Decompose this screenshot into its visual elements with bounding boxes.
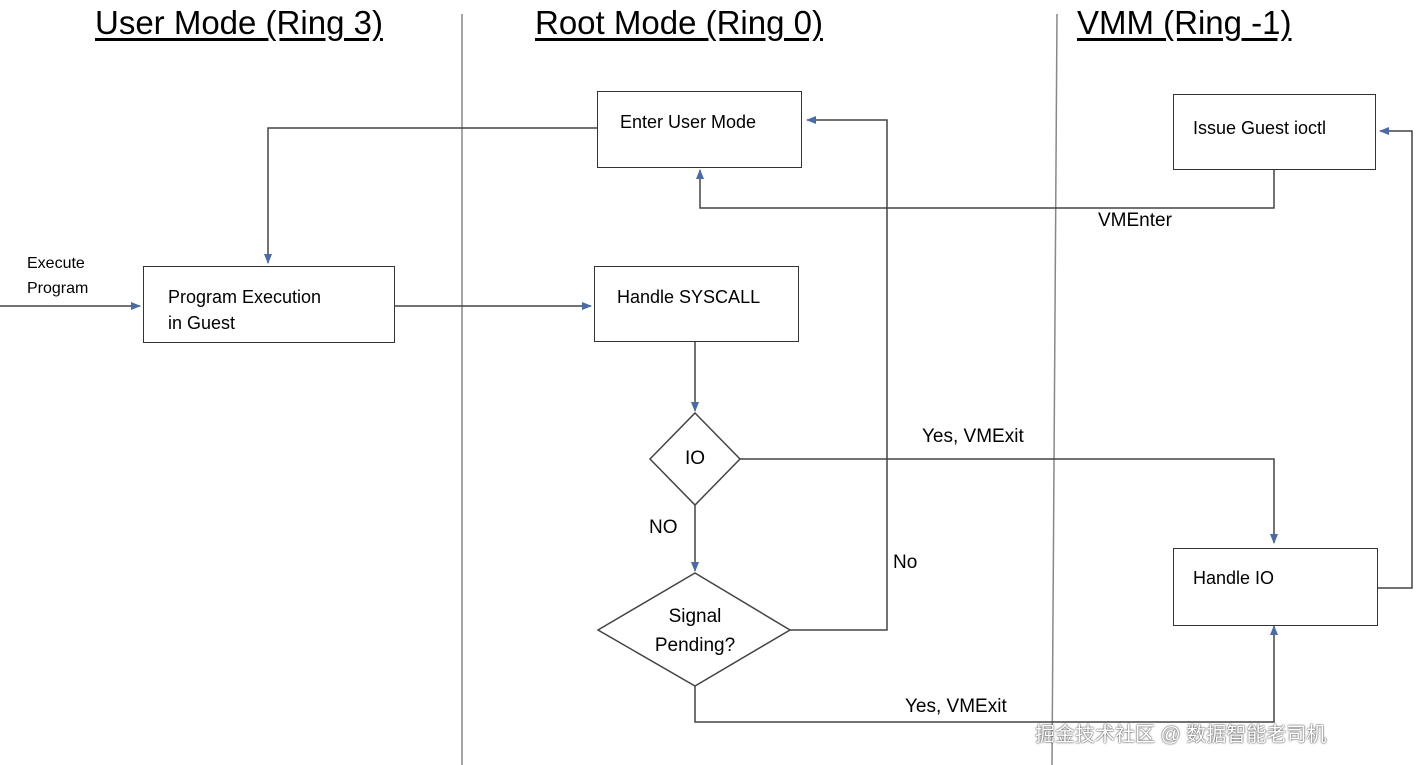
arrow-signal-yes-to-handle-io (694, 625, 1278, 723)
enter-user-mode-label: Enter User Mode (620, 112, 757, 132)
lane-header-user-mode: User Mode (Ring 3) (95, 4, 383, 41)
enter-user-mode-box: Enter User Mode (597, 91, 802, 168)
vmenter-label: VMEnter (1098, 210, 1172, 231)
arrow-io-yes-to-handle-io (740, 458, 1278, 544)
signal-pending-shape (596, 572, 792, 687)
signal-pending-label: Signal Pending? (654, 606, 736, 656)
signal-no-label: No (893, 552, 918, 573)
io-decision-label: IO (684, 448, 706, 469)
arrow-ioctl-to-enter (696, 169, 1275, 209)
signal-yes-vmexit-label: Yes, VMExit (905, 696, 1007, 717)
issue-guest-ioctl-box: Issue Guest ioctl (1173, 94, 1376, 170)
handle-io-box: Handle IO (1173, 548, 1378, 626)
lane-header-root-mode: Root Mode (Ring 0) (535, 4, 823, 41)
io-no-label: NO (649, 517, 678, 538)
io-decision-shape (648, 411, 742, 507)
arrow-signal-no-to-enter (790, 116, 888, 631)
program-execution-label: Program Execution in Guest (168, 287, 322, 333)
execute-program-label: Execute Program (27, 255, 89, 297)
handle-io-label: Handle IO (1193, 568, 1275, 588)
lane-divider-root-vmm (1051, 13, 1058, 765)
handle-syscall-box: Handle SYSCALL (594, 266, 799, 342)
handle-syscall-label: Handle SYSCALL (617, 287, 761, 307)
issue-guest-ioctl-label: Issue Guest ioctl (1193, 118, 1327, 138)
io-yes-vmexit-label: Yes, VMExit (922, 426, 1024, 447)
watermark-text: 掘金技术社区 @ 数据智能老司机 (1035, 724, 1327, 746)
lane-header-vmm: VMM (Ring -1) (1077, 4, 1292, 41)
program-execution-box: Program Execution in Guest (143, 266, 395, 343)
arrow-enter-to-program (264, 127, 597, 264)
arrow-handle-io-to-ioctl (1378, 127, 1413, 589)
